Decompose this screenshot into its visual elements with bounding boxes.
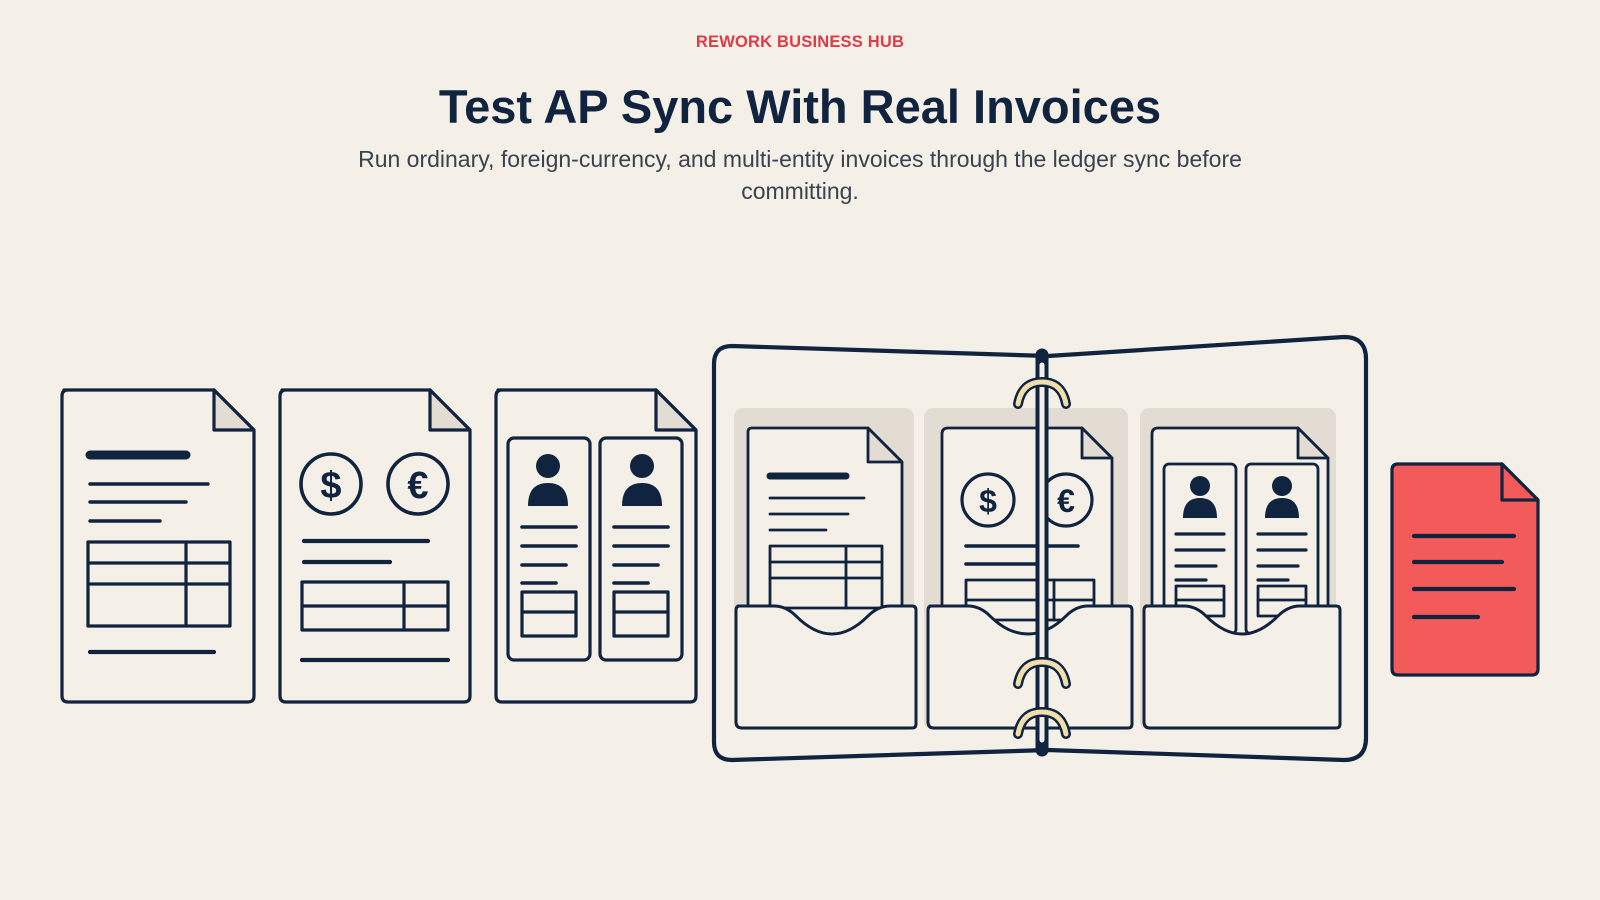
euro-symbol: € bbox=[407, 465, 428, 507]
dollar-symbol: $ bbox=[320, 465, 341, 507]
multi-entity-invoice-icon bbox=[494, 388, 698, 704]
page-subtitle: Run ordinary, foreign-currency, and mult… bbox=[358, 146, 1242, 204]
ring-binder-icon: $ € bbox=[711, 334, 1369, 763]
foreign-currency-invoice-icon: $ € bbox=[278, 388, 472, 704]
binder-dollar-symbol: $ bbox=[979, 483, 997, 519]
binder-euro-symbol: € bbox=[1057, 483, 1075, 519]
ordinary-invoice-icon bbox=[60, 388, 256, 704]
rejected-document-icon bbox=[1390, 462, 1540, 677]
eyebrow-label: REWORK BUSINESS HUB bbox=[695, 33, 905, 51]
page-title: Test AP Sync With Real Invoices bbox=[438, 80, 1162, 133]
